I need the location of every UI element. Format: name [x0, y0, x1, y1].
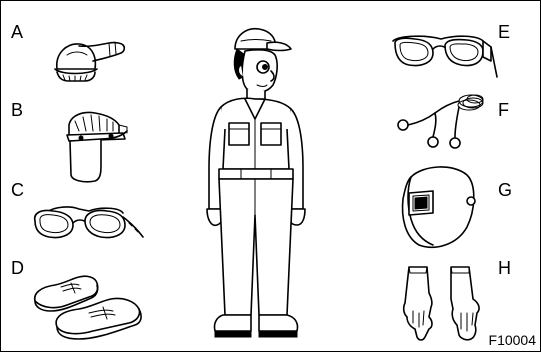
welding-mask-icon	[397, 161, 481, 257]
label-b: B	[11, 101, 23, 119]
label-e: E	[498, 23, 510, 41]
label-a: A	[11, 23, 23, 41]
gloves-icon	[399, 263, 485, 343]
safety-glasses-icon	[387, 27, 499, 85]
ear-plugs-icon	[393, 87, 497, 157]
hard-hat-icon	[49, 39, 129, 89]
label-f: F	[498, 101, 509, 119]
label-d: D	[11, 259, 24, 277]
face-shield-icon	[61, 109, 133, 187]
figure-code: F10004	[489, 333, 536, 347]
worker-in-coveralls-icon	[201, 19, 311, 349]
label-c: C	[11, 181, 24, 199]
safety-shoes-icon	[31, 271, 157, 345]
safety-goggles-icon	[29, 199, 147, 257]
label-h: H	[498, 259, 511, 277]
label-g: G	[498, 181, 512, 199]
